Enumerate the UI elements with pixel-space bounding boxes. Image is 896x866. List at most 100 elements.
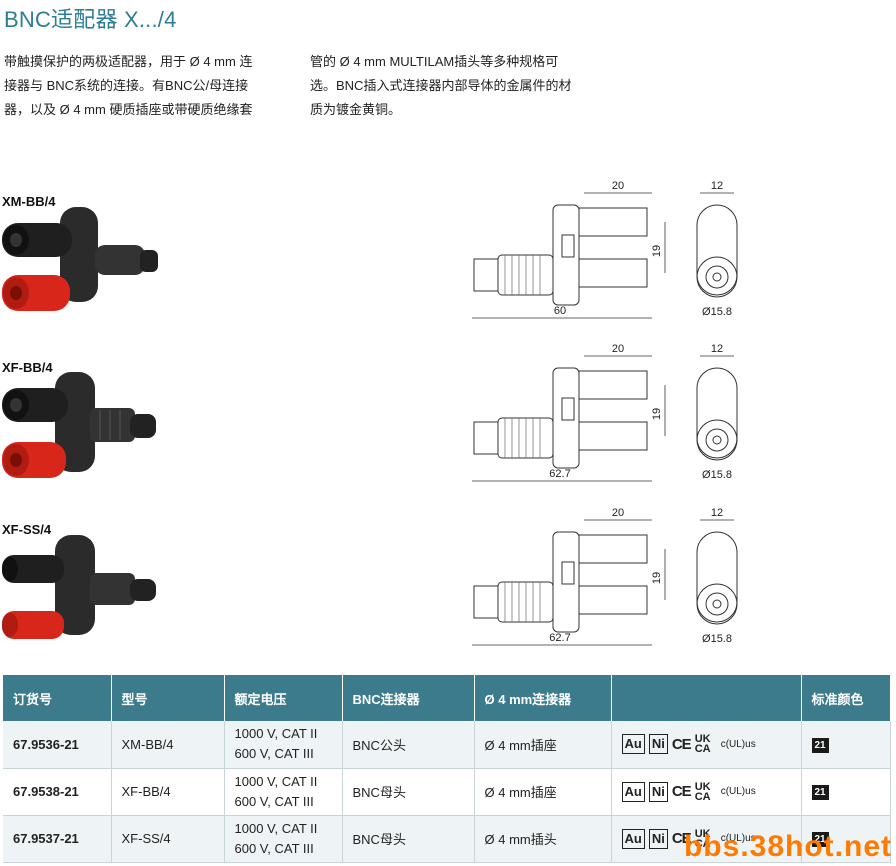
dimension-top: 20 [612,507,624,519]
dimension-top: 20 [612,343,624,355]
dimension-height: 19 [651,572,663,584]
dimension-side-width: 12 [711,507,723,519]
intro-line: 带触摸保护的两极适配器，用于 Ø 4 mm 连 [4,54,253,69]
drawing-side-circle-mid [705,592,729,616]
dimension-length: 62.7 [549,468,570,480]
drawing-body [552,367,580,469]
4mm-connector: Ø 4 mm插座 [474,721,612,769]
standard-color: 21 [801,768,891,816]
drawing-side-circle-inner [712,435,722,445]
dimension-diameter: Ø15.8 [702,306,732,318]
intro-line: 器，以及 Ø 4 mm 硬质插座或带硬质绝缘套 [4,102,253,117]
drawing-side-view [696,367,738,459]
dimension-length: 62.7 [549,632,570,644]
drawing-body [552,531,580,633]
drawing-bnc-body [497,581,554,623]
product-image-xf-ss [2,535,156,639]
header-voltage: 额定电压 [224,675,343,721]
drawing-label-plate [561,397,575,421]
ni-icon: Ni [648,828,668,849]
drawing-bnc-nose [473,421,499,455]
watermark: bbs.38hot.net [683,830,892,863]
voltage: 1000 V, CAT II 600 V, CAT III [224,815,343,863]
4mm-connector: Ø 4 mm插座 [474,768,612,816]
voltage-line: 1000 V, CAT II [234,726,318,742]
drawing-side-circle-mid [705,428,729,452]
au-icon: Au [621,781,645,802]
dimension-diameter: Ø15.8 [702,469,732,481]
variant-label-xf-bb: XF-BB/4 [2,360,53,375]
ni-icon: Ni [648,781,668,802]
voltage-line: 1000 V, CAT II [234,820,318,836]
intro-line: 质为镀金黄铜。 [310,102,402,117]
spec-table: 订货号 型号 额定电压 BNC连接器 Ø 4 mm连接器 标准颜色 67.953… [3,675,891,863]
drawing-side-circle-mid [705,265,729,289]
ce-icon: CE [671,830,692,847]
order-no: 67.9538-21 [3,768,112,816]
voltage: 1000 V, CAT II 600 V, CAT III [224,721,343,769]
voltage-line: 600 V, CAT III [234,746,314,762]
drawing-side-circle-outer [696,583,738,625]
ul-icon: c(UL)us [720,738,756,750]
drawing-side-circle-outer [696,419,738,461]
dimension-side-width: 12 [711,343,723,355]
color-badge: 21 [811,832,829,847]
drawing-side-circle-inner [712,599,722,609]
drawing-lower-connector [578,585,648,615]
product-image-xf-bb [2,372,156,478]
ul-icon: c(UL)us [720,833,756,844]
drawing-lower-connector [578,258,648,288]
voltage-line: 600 V, CAT III [234,840,314,856]
drawing-lower-connector [578,421,648,451]
ce-icon: CE [671,783,692,800]
drawing-side-view [696,204,738,296]
bnc-connector: BNC母头 [342,768,475,816]
intro-line: 选。BNC插入式连接器内部导体的金属件的材 [310,78,572,93]
dimension-diameter: Ø15.8 [702,633,732,645]
header-color: 标准颜色 [801,675,891,721]
header-4mm: Ø 4 mm连接器 [474,675,612,721]
au-icon: Au [621,734,645,755]
page-title: BNC适配器 X.../4 [4,7,177,32]
drawing-side-circle-inner [712,272,722,282]
order-no: 67.9536-21 [3,721,112,769]
color-badge: 21 [811,737,829,753]
ce-icon: CE [671,735,692,753]
drawing-upper-connector [578,207,648,237]
standard-color: 21 [801,721,891,769]
header-model: 型号 [111,675,225,721]
table-row: 67.9536-21 XM-BB/4 1000 V, CAT II 600 V, … [3,721,891,769]
model: XF-SS/4 [111,815,225,863]
intro-line: 接器与 BNC系统的连接。有BNC公/母连接 [4,78,249,93]
4mm-connector: Ø 4 mm插头 [474,815,612,863]
dimension-height: 19 [651,245,663,257]
drawing-label-plate [561,561,575,585]
table-row: 67.9537-21 XF-SS/4 1000 V, CAT II 600 V, … [3,815,891,863]
drawing-bnc-nose [473,585,499,619]
order-no: 67.9537-21 [3,815,112,863]
drawing-side-view [696,531,738,623]
voltage-line: 1000 V, CAT II [234,773,318,789]
dimension-length: 60 [554,305,566,317]
bnc-connector: BNC公头 [342,721,475,769]
intro-left: 带触摸保护的两极适配器，用于 Ø 4 mm 连 接器与 BNC系统的连接。有BN… [4,50,289,122]
header-bnc: BNC连接器 [342,675,475,721]
bnc-connector: BNC母头 [342,815,475,863]
product-image-xm-bb [2,207,158,311]
variant-label-xm-bb: XM-BB/4 [2,194,56,209]
ni-icon: Ni [648,734,668,755]
standard-color: 21 [801,815,891,863]
model: XM-BB/4 [111,721,225,769]
drawing-label-plate [561,234,575,258]
drawing-upper-connector [578,370,648,400]
